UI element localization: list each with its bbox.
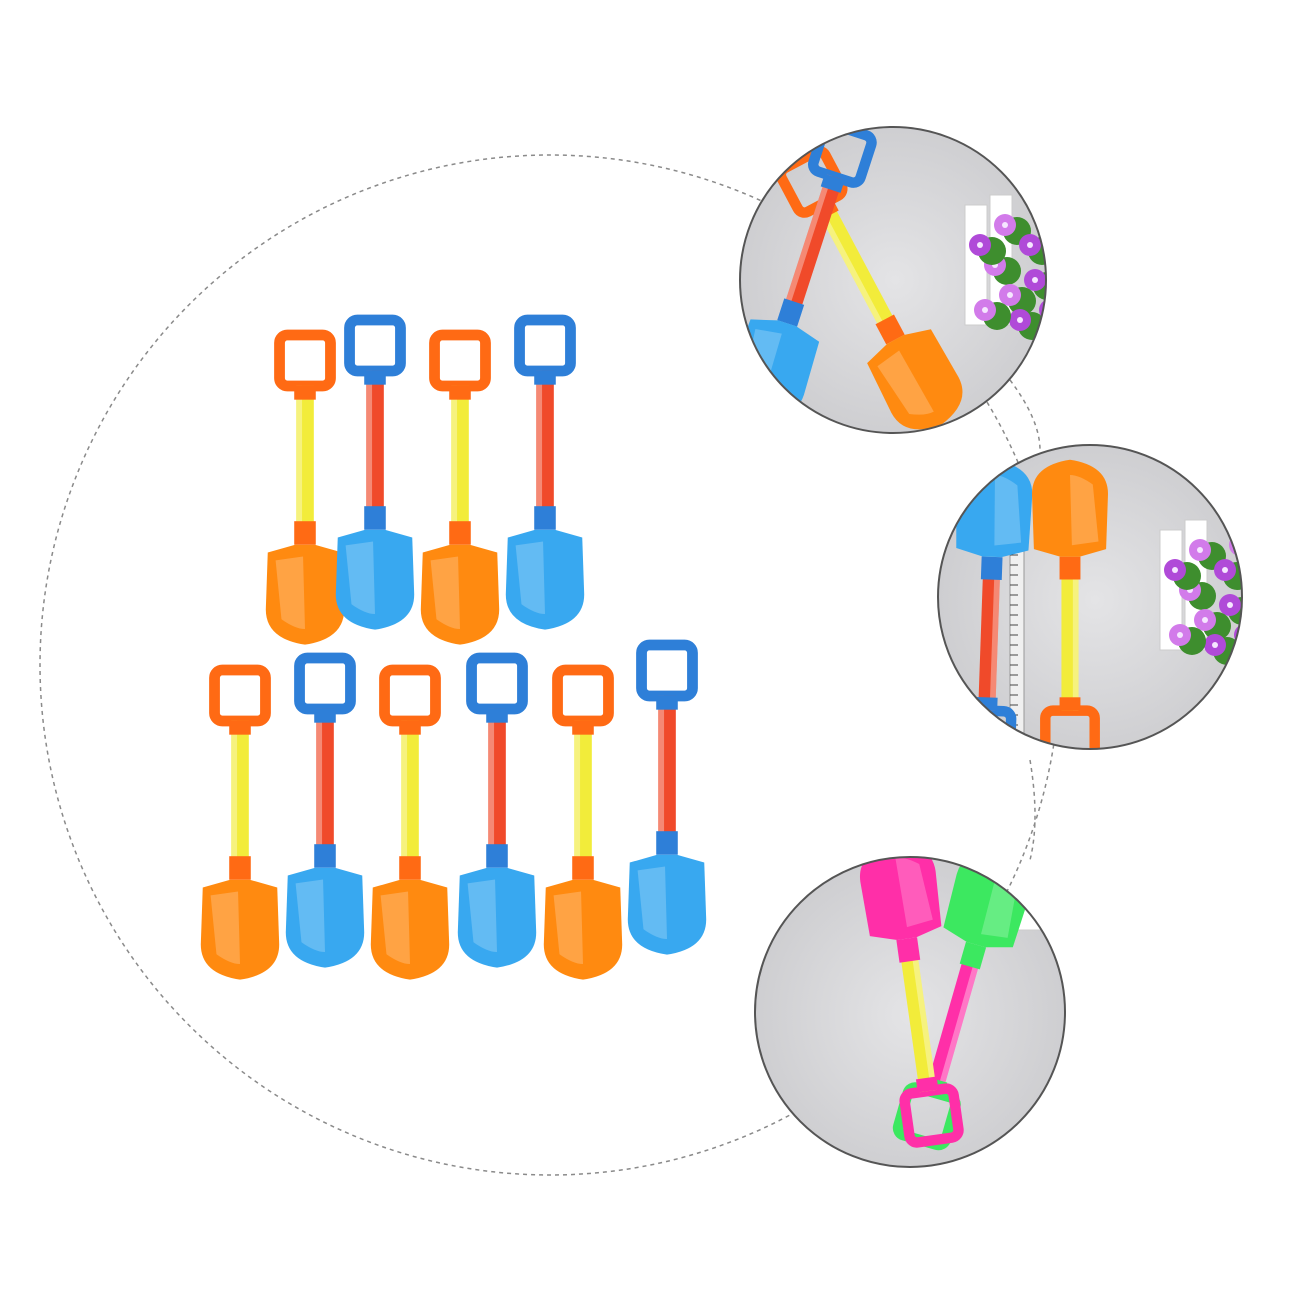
dashed-connector: [1029, 759, 1036, 861]
main-shovel: [335, 314, 415, 630]
main-shovel: [457, 652, 537, 968]
main-shovel: [200, 664, 280, 980]
detail-shovel-orange: [775, 145, 963, 430]
main-shovel-group: [200, 314, 707, 980]
detail-photo-2: [938, 445, 1242, 749]
detail-shovel-pink: [859, 857, 964, 1148]
detail-photo-1: [740, 127, 1046, 433]
main-shovel: [627, 639, 707, 955]
main-shovel: [420, 329, 500, 645]
main-shovel: [265, 329, 345, 645]
detail-photo-1-border: [739, 126, 1047, 434]
main-shovel: [543, 664, 623, 980]
flower-bouquet: [964, 194, 1046, 340]
main-shovel: [505, 314, 585, 630]
main-shovel: [285, 652, 365, 968]
dashed-connector: [1009, 379, 1041, 451]
detail-photo-2-border: [937, 444, 1243, 750]
detail-photo-3-border: [754, 856, 1066, 1168]
detail-shovel-orange: [1032, 459, 1108, 749]
detail-photo-3: [755, 857, 1065, 1167]
main-shovel: [370, 664, 450, 980]
